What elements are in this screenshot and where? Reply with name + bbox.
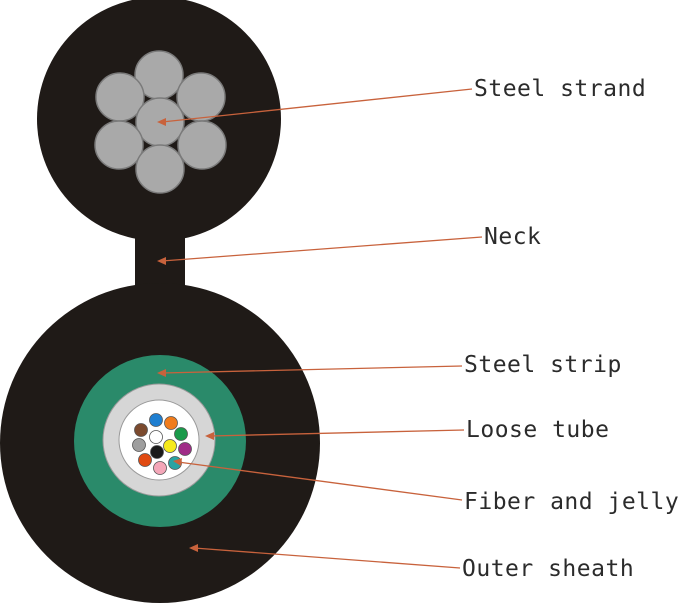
- fiber-red: [138, 453, 152, 467]
- fiber-black: [150, 445, 164, 459]
- steel-strand-wires: [94, 50, 227, 194]
- label-neck: Neck: [484, 224, 542, 250]
- arrowhead-steel-strand: [157, 118, 166, 126]
- fibers: [132, 413, 192, 475]
- leader-steel-strand: [161, 88, 473, 123]
- leader-steel-strip: [161, 365, 463, 374]
- strand-wire-lower-left: [94, 120, 144, 170]
- fiber-pink: [153, 461, 167, 475]
- fiber-green: [174, 427, 188, 441]
- arrowhead-fiber-and-jelly: [173, 458, 182, 466]
- arrowhead-outer-sheath: [189, 544, 198, 552]
- fiber-brown: [134, 423, 148, 437]
- label-outer-sheath: Outer sheath: [462, 556, 635, 582]
- fiber-orange: [164, 416, 178, 430]
- label-fiber-and-jelly: Fiber and jelly: [464, 489, 680, 515]
- fiber-gray: [132, 438, 146, 452]
- fiber-yellow: [163, 439, 177, 453]
- label-loose-tube: Loose tube: [466, 417, 610, 443]
- label-steel-strip: Steel strip: [464, 352, 622, 378]
- arrowhead-steel-strip: [157, 369, 166, 377]
- strand-wire-lower-right: [177, 120, 227, 170]
- leader-neck: [161, 236, 483, 262]
- arrowhead-loose-tube: [205, 432, 214, 440]
- leader-fiber-and-jelly: [177, 461, 463, 501]
- fiber-white: [149, 430, 163, 444]
- strand-wire-upper-right: [176, 72, 226, 122]
- leader-loose-tube: [209, 429, 465, 437]
- fiber-blue: [149, 413, 163, 427]
- strand-wire-bottom: [135, 144, 185, 194]
- fiber-violet: [178, 442, 192, 456]
- label-steel-strand: Steel strand: [474, 76, 647, 102]
- arrowhead-neck: [157, 257, 166, 265]
- leader-lines: [157, 88, 483, 569]
- leader-outer-sheath: [193, 547, 461, 569]
